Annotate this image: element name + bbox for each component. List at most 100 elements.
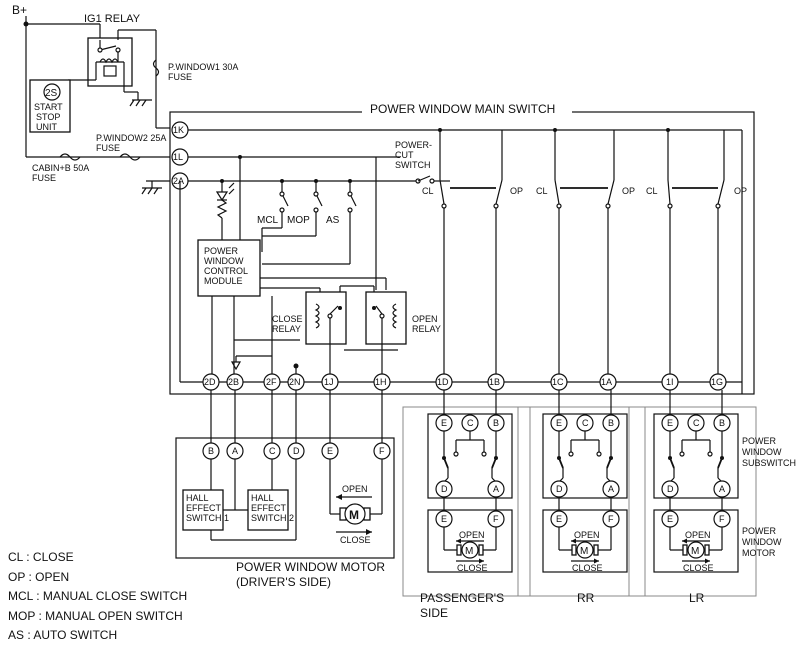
- terminal-2f: 2F: [266, 377, 277, 387]
- lr-group-frame: [628, 406, 757, 597]
- start-stop-line1: START: [34, 102, 63, 112]
- driver-close-label: CLOSE: [340, 535, 371, 545]
- passenger-subswitch-frame: [427, 413, 513, 499]
- cl-label-1: CL: [422, 186, 434, 196]
- rr-close-label: CLOSE: [572, 563, 603, 573]
- start-stop-line2: STOP: [36, 112, 60, 122]
- module-line3: CONTROL: [204, 266, 248, 276]
- passenger-motor-brush-r: [478, 544, 484, 556]
- passenger-side-label-1: PASSENGER'S: [420, 591, 504, 605]
- lr-motor-terminal-e-label: E: [667, 514, 673, 524]
- pwindow1-fuse-label: P.WINDOW1 30A: [168, 62, 238, 72]
- close-relay-label-1: CLOSE: [272, 314, 303, 324]
- ig1-relay: IG1 RELAY: [68, 13, 160, 128]
- open-relay-label-1: OPEN: [412, 314, 438, 324]
- sub-unit-labels: PASSENGER'S SIDE RR LR POWER WINDOW SUBS…: [420, 436, 796, 620]
- passenger-sub-terminal-b-label: B: [493, 418, 499, 428]
- start-stop-unit: 2S START STOP UNIT: [29, 79, 71, 133]
- driver-terminal-d: D: [293, 446, 300, 456]
- legend: CL : CLOSE OP : OPEN MCL : MANUAL CLOSE …: [8, 548, 187, 646]
- main-switch-frame: POWER WINDOW MAIN SWITCH: [169, 102, 755, 395]
- driver-switches: MCL MOP AS: [215, 181, 357, 265]
- lr-label: LR: [689, 591, 705, 605]
- driver-motor-title-1: POWER WINDOW MOTOR: [236, 560, 385, 574]
- driver-window-motor: B A C D E F HALL EFFECT SWITCH 1 HALL EF…: [175, 390, 395, 589]
- sub-motor-label-2: WINDOW: [742, 537, 782, 547]
- power-cut-label-1: POWER-: [395, 140, 432, 150]
- internal-bus: [188, 128, 742, 290]
- hall2-line3: SWITCH 2: [251, 513, 294, 523]
- rr-group-frame: [517, 406, 646, 597]
- ig1-relay-label: IG1 RELAY: [84, 13, 141, 25]
- rr-node-l: [568, 451, 574, 457]
- rr-close-arrowhead: [594, 558, 599, 564]
- terminal-1k: 1K: [173, 125, 184, 135]
- lr-sub-terminal-d-label: D: [667, 484, 674, 494]
- terminal-1h: 1H: [375, 377, 387, 387]
- driver-motor-symbol: M: [349, 508, 359, 522]
- lr-sub-terminal-c-label: C: [693, 418, 700, 428]
- supply-wiring: P.WINDOW2 25A FUSE CABIN+B 50A FUSE: [26, 127, 170, 195]
- terminal-1i: 1I: [666, 377, 674, 387]
- passenger-group-frame: [402, 406, 531, 597]
- hall1-line2: EFFECT: [186, 503, 222, 513]
- start-stop-code: 2S: [45, 88, 58, 99]
- terminal-1j: 1J: [324, 377, 334, 387]
- cl-label-3: CL: [646, 186, 658, 196]
- rr-subswitch-frame: [542, 413, 628, 499]
- legend-as: AS : AUTO SWITCH: [8, 628, 118, 642]
- sub-motor-label-3: MOTOR: [742, 548, 776, 558]
- rr-motor-terminal-f-label: F: [608, 514, 614, 524]
- lr-motor-frame: [653, 509, 739, 573]
- b-plus-label: B+: [12, 3, 27, 17]
- passenger-motor-frame: [427, 509, 513, 573]
- battery-supply: B+: [12, 3, 101, 157]
- rr-dot-l: [557, 456, 561, 460]
- left-terminals: 1K 1L 2A: [171, 121, 189, 190]
- bottom-terminals: 2D 2B 2F 2N 1J 1H 1D 1B 1C 1A 1I 1G: [179, 181, 742, 391]
- close-relay: CLOSE RELAY: [272, 291, 347, 345]
- legend-cl: CL : CLOSE: [8, 550, 74, 564]
- close-relay-label-2: RELAY: [272, 324, 301, 334]
- passenger-motor-terminal-f-label: F: [493, 514, 499, 524]
- main-switch-title: POWER WINDOW MAIN SWITCH: [370, 102, 555, 116]
- power-cut-label-3: SWITCH: [395, 160, 431, 170]
- sub-motor-label-1: POWER: [742, 526, 777, 536]
- pwindow2-fuse-label-2: FUSE: [96, 143, 120, 153]
- lr-close-arrowhead: [705, 558, 710, 564]
- driver-terminal-b: B: [208, 446, 214, 456]
- subswitch-label-2: WINDOW: [742, 447, 782, 457]
- lr-sub-terminal-b-label: B: [719, 418, 725, 428]
- driver-motor-title-2: (DRIVER'S SIDE): [236, 575, 331, 589]
- legend-mcl: MCL : MANUAL CLOSE SWITCH: [8, 589, 188, 603]
- lr-dot-r: [720, 456, 724, 460]
- rr-sub-terminal-a-label: A: [608, 484, 614, 494]
- rr-sub-terminal-e-label: E: [556, 418, 562, 428]
- terminal-1c: 1C: [552, 377, 564, 387]
- rr-open-arrowhead: [571, 538, 576, 544]
- open-relay: OPEN RELAY: [365, 291, 441, 345]
- hall2-line2: EFFECT: [251, 503, 287, 513]
- passenger-motor-body: [461, 541, 479, 559]
- rr-label: RR: [577, 591, 595, 605]
- op-label-3: OP: [734, 186, 747, 196]
- passenger-motor-symbol: M: [465, 546, 473, 557]
- hall1-line3: SWITCH 1: [186, 513, 229, 523]
- lr-close-label: CLOSE: [683, 563, 714, 573]
- terminal-2n: 2N: [289, 377, 301, 387]
- subswitch-label-3: SUBSWITCH: [742, 458, 796, 468]
- driver-open-label: OPEN: [342, 484, 368, 494]
- passenger-motor-terminal-e-label: E: [441, 514, 447, 524]
- driver-terminal-f: F: [379, 446, 385, 456]
- rr-sub-terminal-d-label: D: [556, 484, 563, 494]
- passenger-sub-terminal-e-label: E: [441, 418, 447, 428]
- driver-terminal-e: E: [327, 446, 333, 456]
- lr-motor-terminal-f-label: F: [719, 514, 725, 524]
- rr-node-r: [596, 451, 602, 457]
- main-switch-contacts: CL OP CL OP CL OP: [422, 130, 747, 394]
- terminal-2a: 2A: [173, 176, 184, 186]
- as-label: AS: [326, 215, 340, 226]
- rr-motor-body: [576, 541, 594, 559]
- lr-node-l: [679, 451, 685, 457]
- lr-open-label: OPEN: [685, 530, 711, 540]
